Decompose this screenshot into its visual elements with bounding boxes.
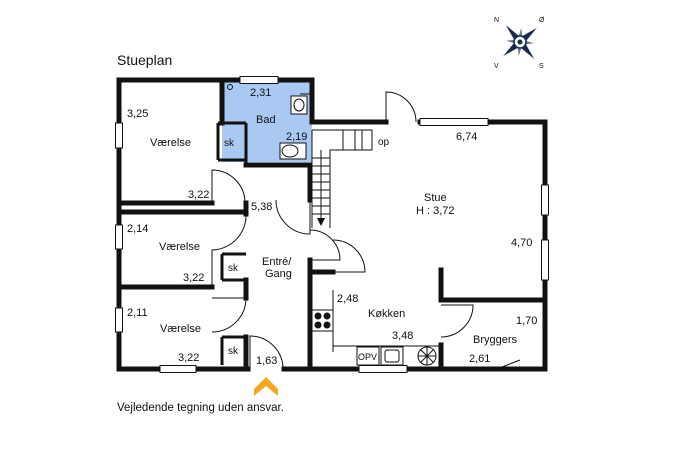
room3-dim-h: 2,11: [127, 307, 148, 319]
hall-name-line2: Gang: [265, 268, 292, 280]
compass-e: Ø: [539, 17, 545, 24]
window: [115, 307, 123, 333]
compass-n: N: [494, 17, 499, 24]
window: [419, 118, 489, 126]
hall-name-line1: Entré/: [262, 256, 292, 268]
kitchen-dim-h: 2,48: [337, 293, 358, 305]
shower-icon: [227, 84, 233, 90]
kitchen-name: Køkken: [368, 308, 405, 320]
doors: [211, 91, 521, 370]
bath-name: Bad: [256, 114, 276, 126]
window: [159, 365, 197, 373]
bath-dim-w: 2,31: [250, 87, 271, 99]
window: [115, 224, 123, 250]
closet-label: sk: [228, 346, 239, 357]
bath-dim-h: 2,19: [286, 131, 307, 143]
room1-dim-h: 3,25: [127, 108, 148, 120]
living-height: H : 3,72: [416, 205, 455, 217]
window: [541, 184, 549, 216]
living-name: Stue: [424, 192, 447, 204]
room2-name: Værelse: [159, 241, 200, 253]
window: [115, 122, 123, 149]
dishwasher-box: [356, 346, 380, 366]
hall-dim-w: 1,63: [256, 355, 277, 367]
utility-name: Bryggers: [473, 334, 518, 346]
plan-title: Stueplan: [117, 52, 173, 68]
compass-s: S: [539, 63, 544, 70]
opv-label: OPV: [358, 352, 377, 362]
closet-label: sk: [228, 263, 239, 274]
stairs-up-label: op: [378, 137, 390, 148]
disclaimer-note: Vejledende tegning uden ansvar.: [117, 402, 284, 414]
kitchen-sink-icon: [380, 346, 404, 366]
closet-label: sk: [224, 138, 235, 149]
living-dim-w: 6,74: [456, 131, 477, 143]
room2-dim-w: 3,22: [183, 272, 204, 284]
closet-walls: [216, 121, 248, 365]
stairs: [311, 129, 373, 228]
kitchen-dim-w: 3,48: [392, 330, 413, 342]
stair-arrow: [317, 218, 325, 226]
utility-dim-w: 2,61: [469, 353, 490, 365]
utility-dim-h: 1,70: [516, 315, 537, 327]
room3-name: Værelse: [160, 323, 201, 335]
window: [239, 76, 279, 84]
window: [358, 365, 408, 373]
living-dim-h: 4,70: [511, 237, 532, 249]
room2-dim-h: 2,14: [127, 223, 148, 235]
compass-w: V: [494, 63, 499, 70]
windows: [115, 76, 549, 373]
room3-dim-w: 3,22: [178, 352, 199, 364]
hall-dim-h: 5,38: [251, 201, 272, 213]
stove-icon: [311, 309, 334, 332]
entrance-arrow-icon: [254, 377, 278, 396]
bath-fixtures: [227, 84, 308, 160]
window: [541, 239, 549, 281]
room1-name: Værelse: [150, 137, 191, 149]
compass-rose-icon: [503, 25, 537, 59]
drain-fan-icon: [417, 346, 437, 366]
room1-dim-w: 3,22: [188, 189, 209, 201]
